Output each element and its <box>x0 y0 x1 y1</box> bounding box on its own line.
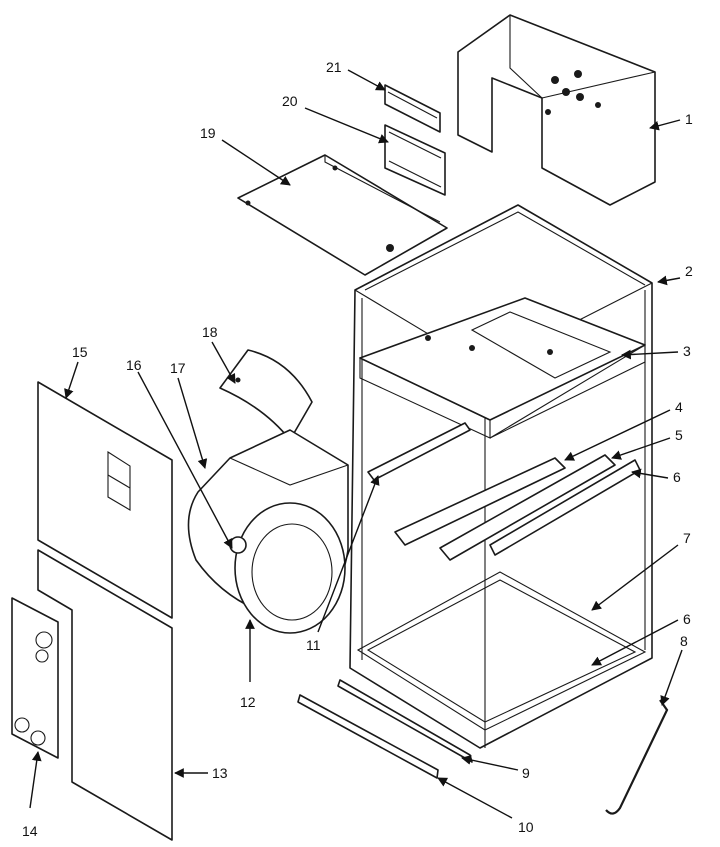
label-part-9: 9 <box>522 765 530 781</box>
label-part-16: 16 <box>126 357 142 373</box>
label-part-2: 2 <box>685 263 693 279</box>
label-part-13: 13 <box>212 765 228 781</box>
label-part-20: 20 <box>282 93 298 109</box>
label-part-19: 19 <box>200 125 216 141</box>
part-14-side-plate <box>11 597 59 759</box>
label-part-14: 14 <box>22 823 38 839</box>
label-part-18: 18 <box>202 324 218 340</box>
part-7-base-frame <box>356 571 647 731</box>
label-part-15: 15 <box>72 344 88 360</box>
part-8-rod <box>605 699 669 815</box>
part-20-plate <box>384 124 446 196</box>
part-13-lower-door <box>37 549 173 841</box>
label-part-10: 10 <box>518 819 534 835</box>
label-part-5: 5 <box>675 427 683 443</box>
part-15-upper-door <box>37 381 173 619</box>
part-9-strip <box>337 679 473 763</box>
part-18-cutoff-plate <box>219 349 313 441</box>
part-4-rail <box>394 457 566 546</box>
label-part-7: 7 <box>683 530 691 546</box>
label-part-1: 1 <box>685 111 693 127</box>
part-5-rail <box>439 454 616 561</box>
part-10-strip <box>297 694 439 779</box>
label-part-11: 11 <box>306 637 321 653</box>
part-number-labels: 1 2 3 4 5 6 7 6 8 9 10 11 12 13 14 15 16… <box>22 59 693 839</box>
part-1-control-box <box>457 14 656 206</box>
leader-lines <box>29 69 683 819</box>
label-part-8: 8 <box>680 633 688 649</box>
label-part-4: 4 <box>675 399 683 415</box>
label-part-12: 12 <box>240 694 256 710</box>
label-part-3: 3 <box>683 343 691 359</box>
label-part-17: 17 <box>170 360 186 376</box>
part-12-blower <box>187 429 349 634</box>
label-part-21: 21 <box>326 59 342 75</box>
label-part-6-lower: 6 <box>683 611 691 627</box>
part-21-plate <box>384 84 441 133</box>
label-part-6-upper: 6 <box>673 469 681 485</box>
